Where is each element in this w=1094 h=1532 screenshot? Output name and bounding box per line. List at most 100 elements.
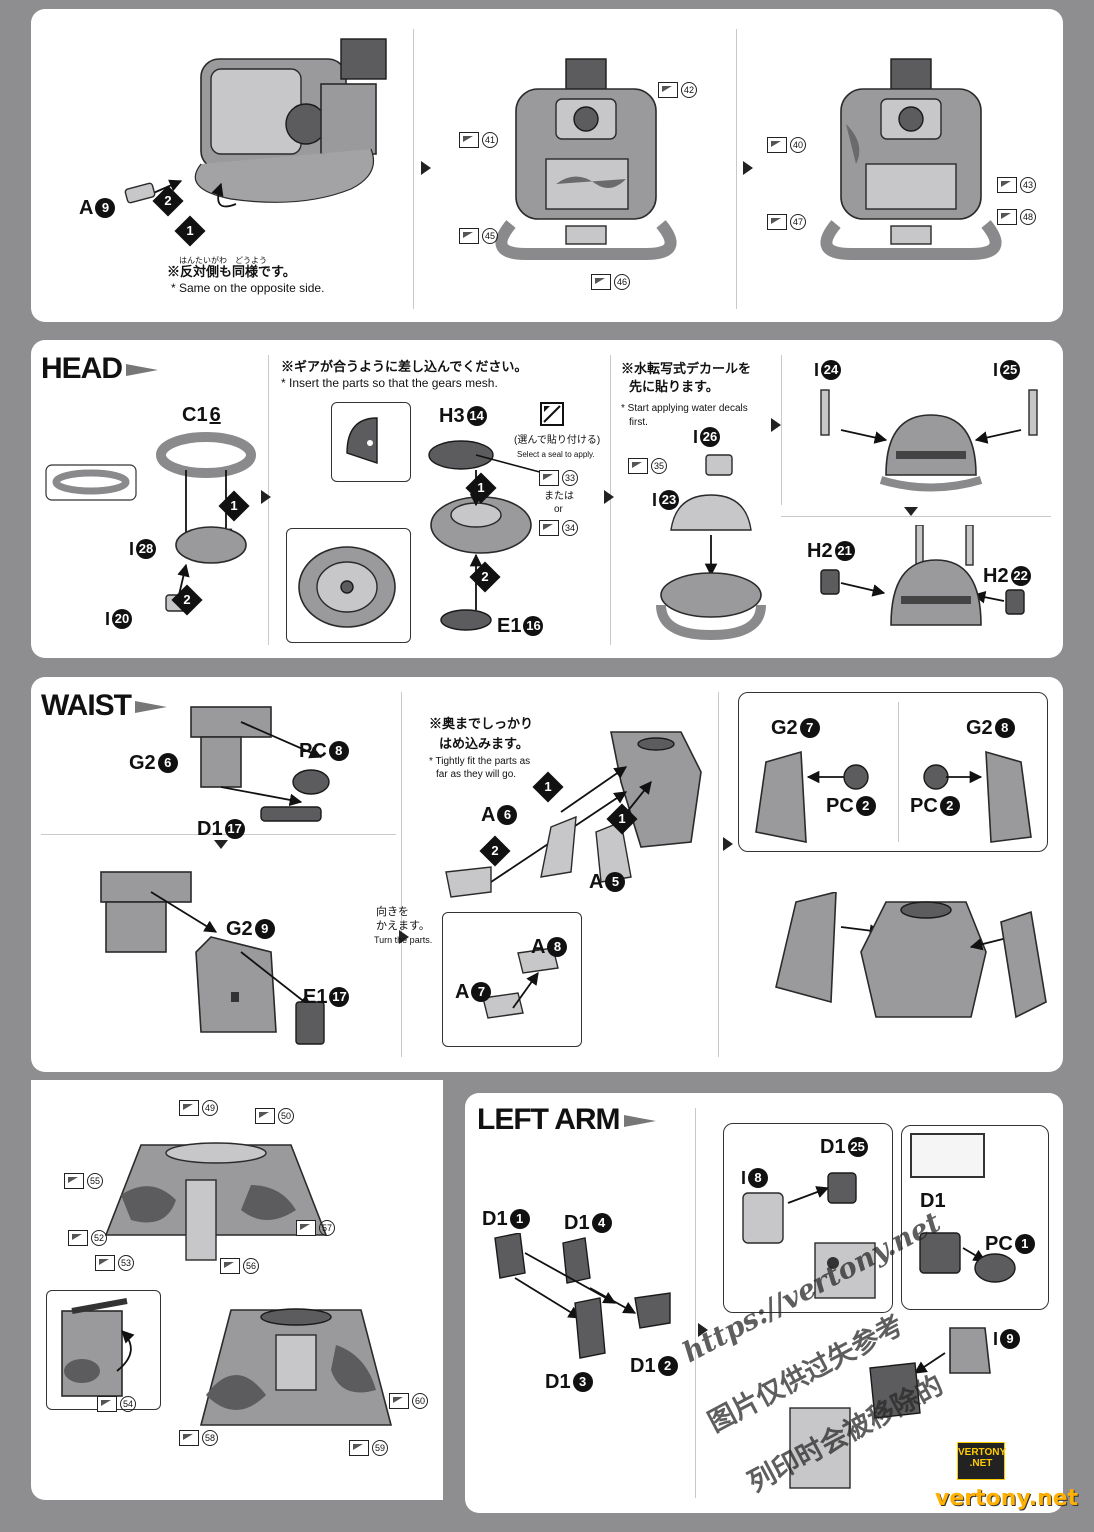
waist-assembled-illustration bbox=[775, 892, 1047, 1019]
next-step-arrow bbox=[723, 837, 733, 851]
decal-49: 49 bbox=[179, 1100, 218, 1116]
step-marker: 1 bbox=[532, 771, 564, 803]
decal-60: 60 bbox=[389, 1393, 428, 1409]
decal-59: 59 bbox=[349, 1440, 388, 1456]
turn-parts-inset bbox=[442, 912, 582, 1047]
note-en: * Same on the opposite side. bbox=[171, 281, 325, 295]
next-step-arrow bbox=[604, 490, 614, 504]
footer-site-logo: vertony.net bbox=[935, 1486, 1079, 1511]
backpack-illustration-3 bbox=[820, 58, 1002, 260]
next-step-arrow bbox=[743, 161, 753, 175]
step-marker: 2 bbox=[152, 185, 184, 217]
gear-inset-1 bbox=[331, 402, 411, 482]
gear-inset-2 bbox=[286, 528, 411, 643]
gear-note-jp: ※ギアが合うように差し込んでください。 bbox=[281, 359, 528, 374]
step-marker: 1 bbox=[606, 803, 638, 835]
waist-step2-illustration bbox=[100, 871, 325, 1045]
arm-inset-1 bbox=[723, 1123, 893, 1313]
section-title-left-arm: LEFT ARM bbox=[477, 1103, 655, 1136]
head-step3-illustration bbox=[656, 454, 766, 641]
turn-note-en: Turn the parts. bbox=[374, 935, 433, 945]
decal-45: 45 bbox=[459, 228, 498, 244]
or-en: or bbox=[554, 504, 563, 515]
seal-select-icon bbox=[540, 402, 564, 426]
next-step-arrow bbox=[399, 930, 409, 944]
decal-57: 57 bbox=[296, 1220, 335, 1236]
fit-note-en-1: * Tightly fit the parts as bbox=[429, 756, 531, 767]
seal-note-jp: (選んで貼り付ける) bbox=[514, 435, 601, 446]
backpack-illustration-1 bbox=[124, 38, 387, 208]
waist-decal-illustration-1 bbox=[104, 1142, 328, 1261]
next-step-arrow bbox=[261, 490, 271, 504]
next-step-arrow bbox=[421, 161, 431, 175]
decal-54: 54 bbox=[97, 1396, 136, 1412]
turn-note-jp-2: かえます。 bbox=[376, 920, 430, 932]
fit-note-jp-1: ※奥までしっかり bbox=[429, 716, 534, 731]
fit-note-en-2: far as they will go. bbox=[436, 769, 517, 780]
next-step-arrow bbox=[698, 1323, 708, 1337]
part-label-d1x: D1 bbox=[920, 1190, 946, 1212]
seal-note-en: Select a seal to apply. bbox=[517, 450, 595, 459]
step-marker: 2 bbox=[171, 584, 203, 616]
decal-46: 46 bbox=[591, 274, 630, 290]
decal-52: 52 bbox=[68, 1230, 107, 1246]
decal-40: 40 bbox=[767, 137, 806, 153]
left-arm-step3-illustration bbox=[919, 1232, 1016, 1283]
decal-50: 50 bbox=[255, 1108, 294, 1124]
ruby-text: はんたいがわ どうよう bbox=[179, 256, 267, 265]
water-note-jp-1: ※水転写式デカールを bbox=[621, 361, 752, 376]
part-diagram-icon bbox=[910, 1133, 985, 1178]
waist-decal-illustration-2 bbox=[199, 1308, 393, 1426]
step-marker: 2 bbox=[479, 835, 511, 867]
gear-note-en: * Insert the parts so that the gears mes… bbox=[281, 376, 498, 390]
waist-decals-panel: 49 50 55 57 52 53 56 54 58 59 60 bbox=[31, 1080, 443, 1500]
decal-58: 58 bbox=[179, 1430, 218, 1446]
decal-55: 55 bbox=[64, 1173, 103, 1189]
note-jp: ※反対側も同様です。 bbox=[167, 264, 296, 279]
step-marker: 2 bbox=[469, 561, 501, 593]
down-arrow bbox=[214, 840, 228, 849]
left-arm-step2-illustration bbox=[742, 1172, 876, 1299]
decal-48: 48 bbox=[997, 209, 1036, 225]
water-note-en-2: first. bbox=[629, 417, 648, 428]
turn-note-jp-1: 向きを bbox=[376, 906, 409, 918]
side-armor-illustration bbox=[755, 750, 1032, 843]
decal-47: 47 bbox=[767, 214, 806, 230]
water-note-jp-2: 先に貼ります。 bbox=[629, 379, 719, 394]
waist-step1-illustration bbox=[190, 706, 330, 822]
decal-42: 42 bbox=[658, 82, 697, 98]
left-arm-step4-illustration bbox=[789, 1327, 991, 1489]
section-title-waist: WAIST bbox=[41, 689, 167, 722]
